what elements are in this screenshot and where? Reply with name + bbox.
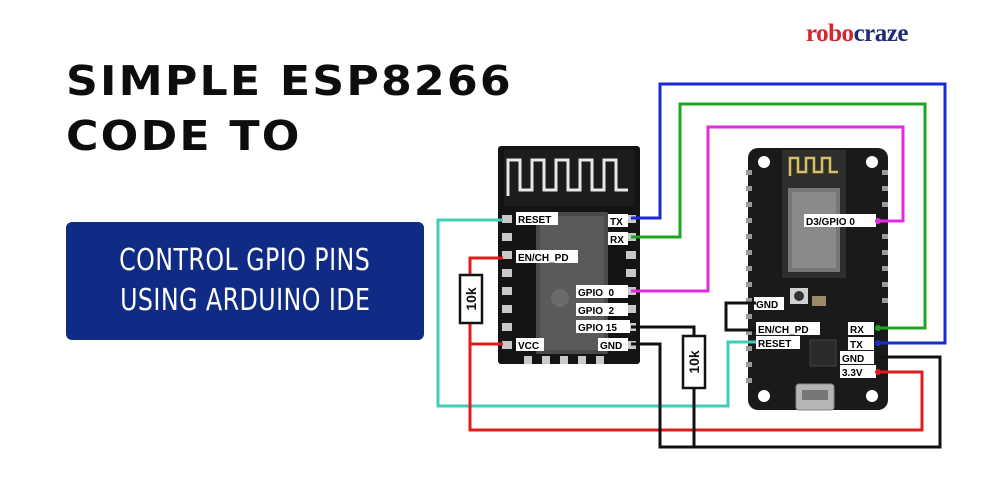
wire-green <box>631 102 927 330</box>
nodemcu-usb-chip <box>809 339 837 367</box>
nodemcu-pin-rx: RX <box>850 325 864 336</box>
wire-red-en <box>468 256 503 275</box>
esp12-pin-gpio0: GPIO 0 <box>578 288 615 299</box>
nodemcu-pin-gnd: GND <box>842 354 864 365</box>
esp12-pin-vcc: VCC <box>518 341 539 352</box>
resistor-right: 10k <box>681 334 707 390</box>
esp12-module: RESET TX RX EN/CH_PD GPIO 0 GPIO 2 GPIO … <box>498 146 640 364</box>
resistor-left: 10k <box>458 273 484 325</box>
esp12-pin-tx: TX <box>610 217 623 228</box>
nodemcu-pin-en-ch-pd: EN/CH_PD <box>758 325 809 336</box>
page-title: SIMPLE ESP8266 CODE TO <box>66 54 513 164</box>
wire-black-en-loop <box>724 301 756 332</box>
wire-black-gpio15 <box>631 325 696 336</box>
resistor-right-label: 10k <box>686 350 702 374</box>
esp12-pin-rx: RX <box>610 235 624 246</box>
esp12-pin-en-ch-pd: EN/CH_PD <box>518 253 569 264</box>
esp12-pin-gpio2: GPIO 2 <box>578 306 615 317</box>
nodemcu-pin-3v3: 3.3V <box>842 368 863 379</box>
banner-line-1: CONTROL GPIO PINS <box>119 243 371 278</box>
banner-line-2: USING ARDUINO IDE <box>119 283 371 318</box>
esp12-pin-gpio15: GPIO 15 <box>578 323 617 334</box>
subtitle-banner: CONTROL GPIO PINS USING ARDUINO IDE <box>66 222 424 340</box>
nodemcu-pin-reset: RESET <box>758 339 791 350</box>
wire-black-gnd <box>631 342 942 449</box>
logo-text-robo: robo <box>806 20 854 47</box>
nodemcu-pin-tx: TX <box>850 340 863 351</box>
wire-teal <box>436 218 756 408</box>
wire-endpoints <box>875 218 881 375</box>
nodemcu-pin-d3-gpio0: D3/GPIO 0 <box>806 217 855 228</box>
wire-magenta <box>631 125 905 293</box>
nodemcu-antenna-trace <box>788 156 838 176</box>
esp12-pin-gnd: GND <box>600 341 622 352</box>
nodemcu-pin-gnd-top: GND <box>756 300 778 311</box>
wire-blue <box>631 82 947 345</box>
title-line-1: SIMPLE ESP8266 <box>66 57 513 105</box>
wires <box>436 82 947 449</box>
esp12-antenna-trace <box>506 158 628 196</box>
wire-red-3v3 <box>468 344 924 432</box>
logo-text-craze: craze <box>853 20 909 47</box>
nodemcu-board: D3/GPIO 0 GND EN/CH_PD RESET RX TX GND 3… <box>746 148 888 411</box>
resistor-left-label: 10k <box>463 287 479 311</box>
title-line-2: CODE TO <box>66 112 302 160</box>
esp12-pin-reset: RESET <box>518 215 551 226</box>
robocraze-logo: robocraze <box>806 20 908 48</box>
